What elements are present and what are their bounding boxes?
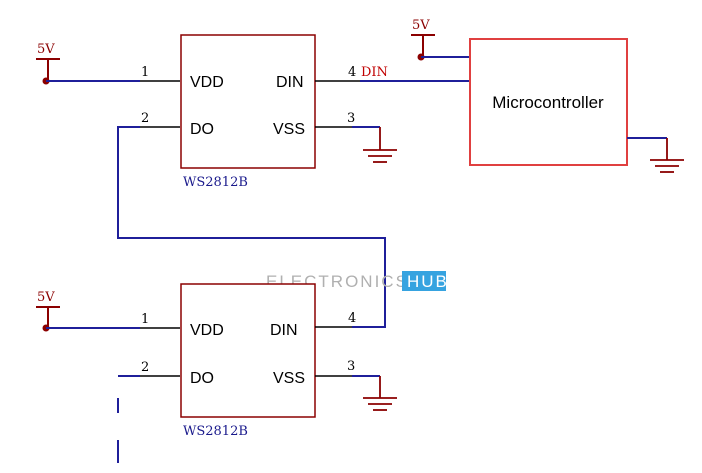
mcu-ground-symbol (650, 138, 684, 173)
chip2-vdd-label: VDD (190, 322, 224, 339)
chip2-do-label: DO (190, 370, 214, 387)
chip1-do-label: DO (190, 121, 214, 138)
chip2-pin3-number: 3 (347, 359, 355, 374)
chip2-vss-label: VSS (273, 370, 305, 387)
chip2-part-label: WS2812B (183, 424, 248, 439)
do-to-din-wire (117, 126, 386, 328)
microcontroller-label: Microcontroller (492, 93, 604, 112)
din-net-label: DIN (361, 65, 388, 80)
microcontroller-box (469, 38, 628, 166)
microcontroller-block: 5V Microcontroller (411, 18, 684, 173)
chip2-pin1-number: 1 (141, 312, 149, 327)
chip1-pin3-number: 3 (347, 111, 355, 126)
chip2-pin2-number: 2 (141, 360, 149, 375)
chip1-vdd-label: VDD (190, 74, 224, 91)
chip1-5v-label: 5V (37, 42, 55, 57)
chip1-din-label: DIN (276, 74, 304, 91)
mcu-5v-label: 5V (412, 18, 430, 33)
watermark-badge-text: HUB (407, 272, 449, 291)
chip1-ground-symbol (363, 127, 397, 163)
chip2-body (180, 283, 316, 418)
chip2-din-label: DIN (270, 322, 298, 339)
chip2-ground-symbol (363, 376, 397, 411)
chip1-body (180, 34, 316, 169)
chip1-pin2-number: 2 (141, 111, 149, 126)
chip1: 5V 1 2 VDD DO DIN VSS WS2812B 4 DIN 3 (36, 34, 470, 190)
chip1-pin1-number: 1 (141, 65, 149, 80)
chip1-part-label: WS2812B (183, 175, 248, 190)
chip2-5v-label: 5V (37, 290, 55, 305)
chip2: 5V 1 2 VDD DO DIN VSS WS2812B 4 3 (36, 283, 397, 439)
chip1-vss-label: VSS (273, 121, 305, 138)
chip1-pin4-number: 4 (348, 65, 356, 80)
chip2-pin4-number: 4 (348, 311, 356, 326)
watermark-badge (402, 271, 446, 291)
